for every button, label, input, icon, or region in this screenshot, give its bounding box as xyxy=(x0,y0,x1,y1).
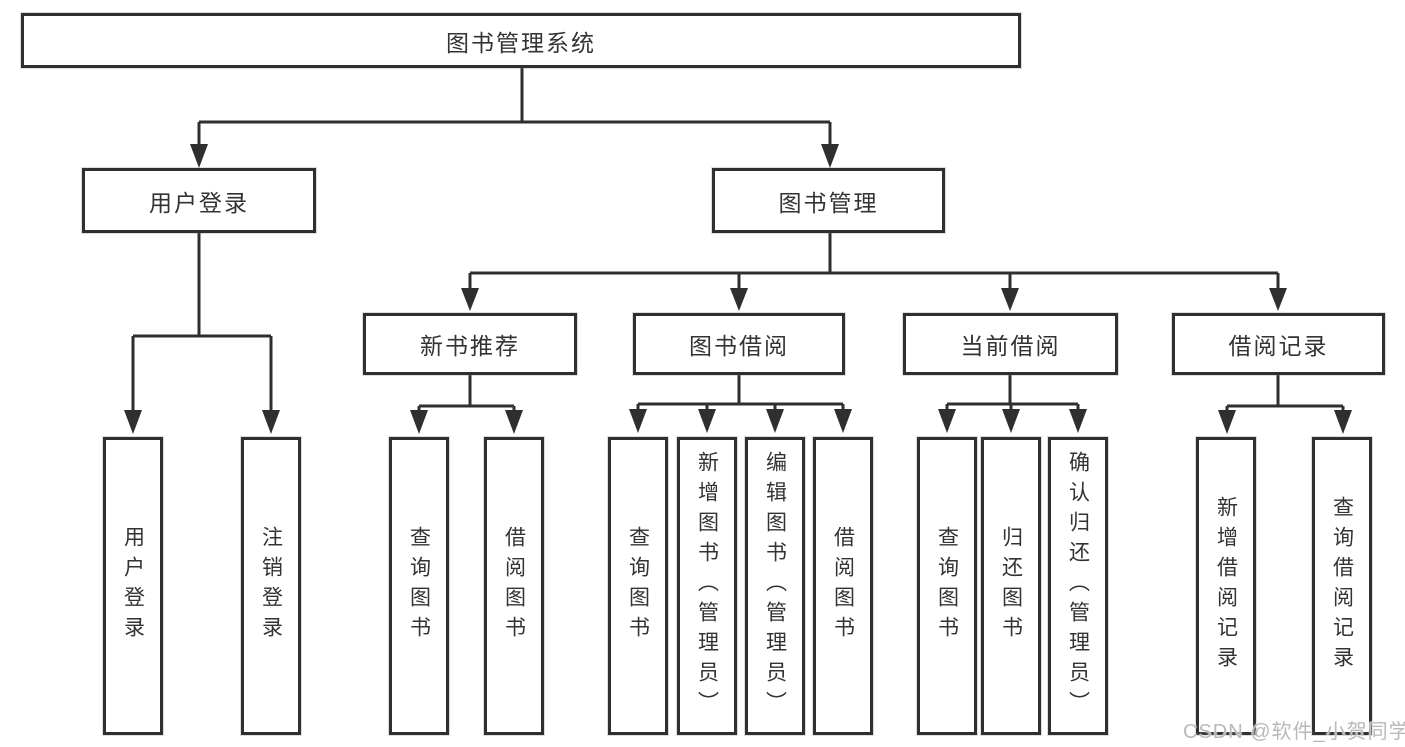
node-current-borrow-label: 当前借阅 xyxy=(960,333,1061,359)
leaf-confirm-return-admin-label: 确认归还（管理员） xyxy=(1066,451,1090,721)
arrowheads xyxy=(124,144,1352,434)
watermark: CSDN @软件_小贺同学 xyxy=(1183,721,1405,743)
node-book-management: 图书管理 xyxy=(712,168,945,233)
leaf-query-book-recommend-label: 查询图书 xyxy=(407,526,431,646)
leaf-confirm-return-admin: 确认归还（管理员） xyxy=(1048,437,1108,735)
connector-paths xyxy=(131,68,1345,412)
node-user-login: 用户登录 xyxy=(82,168,316,233)
leaf-borrow-book-label: 借阅图书 xyxy=(831,526,855,646)
node-book-borrow: 图书借阅 xyxy=(633,313,845,375)
leaf-edit-book-admin: 编辑图书（管理员） xyxy=(745,437,805,735)
node-book-borrow-label: 图书借阅 xyxy=(689,333,789,359)
node-new-book-recommend-label: 新书推荐 xyxy=(420,333,520,359)
leaf-edit-book-admin-label: 编辑图书（管理员） xyxy=(763,451,787,721)
leaf-query-book-recommend: 查询图书 xyxy=(389,437,449,735)
leaf-return-book: 归还图书 xyxy=(981,437,1041,735)
leaf-query-book-borrow: 查询图书 xyxy=(608,437,668,735)
leaf-add-book-admin: 新增图书（管理员） xyxy=(677,437,737,735)
node-current-borrow: 当前借阅 xyxy=(903,313,1118,375)
leaf-add-borrow-record-label: 新增借阅记录 xyxy=(1214,496,1238,676)
leaf-add-book-admin-label: 新增图书（管理员） xyxy=(695,451,719,721)
leaf-logout: 注销登录 xyxy=(241,437,301,735)
leaf-user-login: 用户登录 xyxy=(103,437,163,735)
leaf-user-login-label: 用户登录 xyxy=(121,526,145,646)
leaf-query-book-current: 查询图书 xyxy=(917,437,977,735)
node-root: 图书管理系统 xyxy=(21,13,1021,68)
leaf-query-borrow-record: 查询借阅记录 xyxy=(1312,437,1372,735)
node-borrow-record-label: 借阅记录 xyxy=(1228,333,1329,359)
node-user-login-label: 用户登录 xyxy=(149,189,249,216)
node-new-book-recommend: 新书推荐 xyxy=(363,313,577,375)
leaf-query-borrow-record-label: 查询借阅记录 xyxy=(1330,496,1354,676)
leaf-return-book-label: 归还图书 xyxy=(999,526,1023,646)
leaf-query-book-borrow-label: 查询图书 xyxy=(626,526,650,646)
leaf-borrow-book-recommend-label: 借阅图书 xyxy=(502,526,526,646)
leaf-borrow-book: 借阅图书 xyxy=(813,437,873,735)
leaf-query-book-current-label: 查询图书 xyxy=(935,526,959,646)
node-borrow-record: 借阅记录 xyxy=(1172,313,1385,375)
leaf-borrow-book-recommend: 借阅图书 xyxy=(484,437,544,735)
leaf-logout-label: 注销登录 xyxy=(259,526,283,646)
node-book-management-label: 图书管理 xyxy=(778,189,879,216)
leaf-add-borrow-record: 新增借阅记录 xyxy=(1196,437,1256,735)
node-root-label: 图书管理系统 xyxy=(446,29,596,56)
